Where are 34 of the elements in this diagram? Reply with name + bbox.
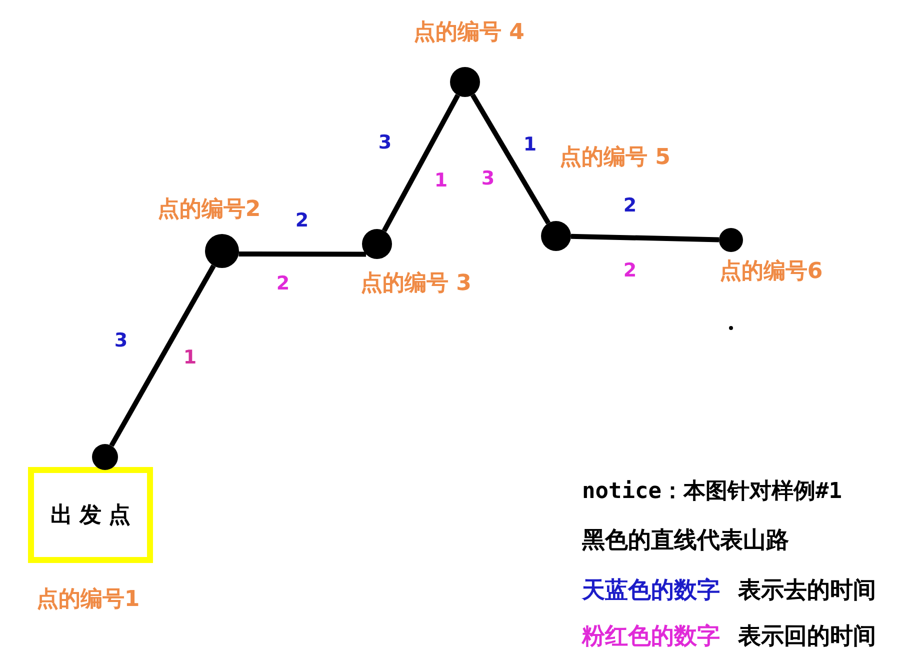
road-line — [238, 251, 366, 257]
point-dot — [362, 229, 392, 259]
point-dot — [541, 221, 571, 251]
time-number: 1 — [434, 172, 448, 190]
start-box: 出发点 — [28, 467, 153, 563]
point-label: 点的编号6 — [719, 261, 823, 283]
time-number: 2 — [276, 274, 290, 294]
point-label: 点的编号 3 — [360, 273, 472, 295]
point-label: 点的编号 4 — [414, 22, 524, 44]
point-dot — [92, 444, 118, 470]
legend-text: 天蓝色的数字 — [582, 580, 720, 602]
legend-text: 表示回的时间 — [738, 626, 876, 648]
road-line — [570, 234, 720, 242]
time-number: 3 — [481, 170, 495, 188]
notice-text: notice：本图针对样例#1 — [582, 481, 842, 503]
edge-label: 3 — [114, 332, 128, 350]
point-label: 点的编号 5 — [560, 147, 670, 169]
edge-label: 2 — [295, 212, 309, 230]
road-line — [109, 264, 216, 447]
legend-text: 黑色的直线代表山路 — [582, 530, 789, 552]
point-dot — [205, 234, 239, 268]
point-label: 点的编号1 — [36, 589, 140, 611]
edge-label: 2 — [623, 196, 637, 216]
point-dot — [450, 67, 480, 97]
legend-text: 表示去的时间 — [738, 580, 876, 602]
road-line — [382, 94, 460, 232]
road-line — [470, 94, 551, 224]
time-number: 1 — [183, 348, 197, 368]
time-number: 2 — [623, 262, 637, 280]
legend-text: 粉红色的数字 — [582, 626, 720, 648]
point-dot — [719, 228, 743, 252]
point-label: 点的编号2 — [157, 199, 261, 221]
edge-label: 1 — [523, 136, 537, 154]
edge-label: 3 — [378, 134, 392, 152]
